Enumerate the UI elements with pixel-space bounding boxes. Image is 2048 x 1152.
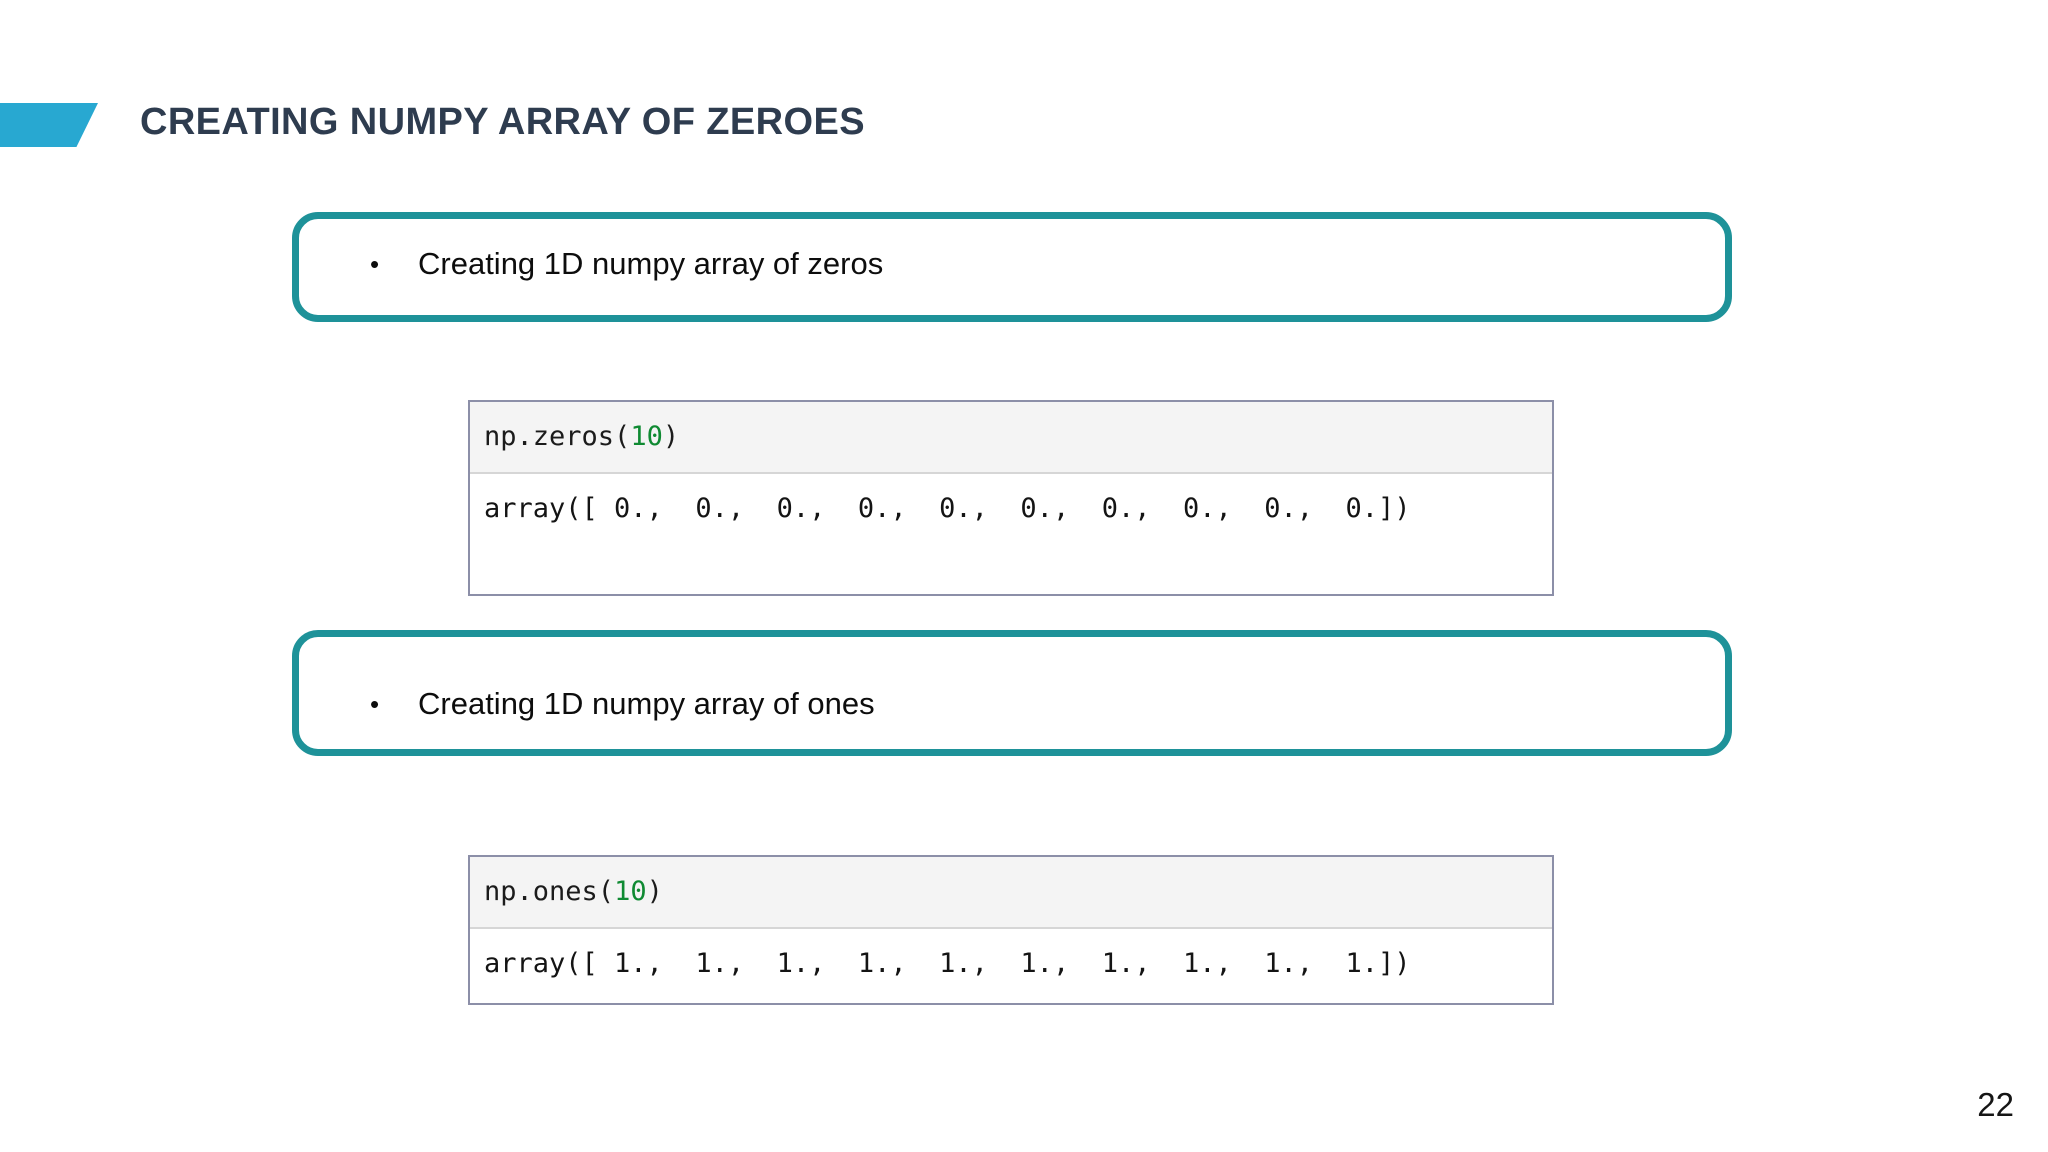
bullet-item-zeros: • Creating 1D numpy array of zeros <box>370 240 930 288</box>
bullet-dot-icon: • <box>370 249 380 279</box>
code-function-name-zeros: np.zeros <box>484 421 615 452</box>
callout-box-ones <box>292 630 1732 756</box>
bullet-label-ones: Creating 1D numpy array of ones <box>418 686 875 721</box>
code-output-ones: array([ 1., 1., 1., 1., 1., 1., 1., 1., … <box>470 929 1552 999</box>
code-close-paren-zeros: ) <box>662 421 680 452</box>
bullet-item-ones: • Creating 1D numpy array of ones <box>370 680 930 728</box>
code-cell-ones: np.ones(10) array([ 1., 1., 1., 1., 1., … <box>468 855 1554 1005</box>
code-input-ones: np.ones(10) <box>470 857 1552 929</box>
code-open-paren-ones: ( <box>597 876 615 907</box>
header-accent-shape <box>0 103 98 147</box>
code-argument-zeros: 10 <box>630 421 663 452</box>
page-title: CREATING NUMPY ARRAY OF ZEROES <box>140 101 865 143</box>
callout-box-zeros <box>292 212 1732 322</box>
code-output-zeros: array([ 0., 0., 0., 0., 0., 0., 0., 0., … <box>470 474 1552 544</box>
bullet-label-zeros: Creating 1D numpy array of zeros <box>418 246 884 281</box>
page-number: 22 <box>1977 1086 2014 1123</box>
code-argument-ones: 10 <box>614 876 647 907</box>
code-close-paren-ones: ) <box>646 876 663 907</box>
code-cell-zeros: np.zeros(10) array([ 0., 0., 0., 0., 0.,… <box>468 400 1554 596</box>
code-input-zeros: np.zeros(10) <box>470 402 1552 474</box>
code-function-name-ones: np.ones <box>484 876 598 907</box>
bullet-dot-icon: • <box>370 689 380 719</box>
code-open-paren-zeros: ( <box>614 421 631 452</box>
